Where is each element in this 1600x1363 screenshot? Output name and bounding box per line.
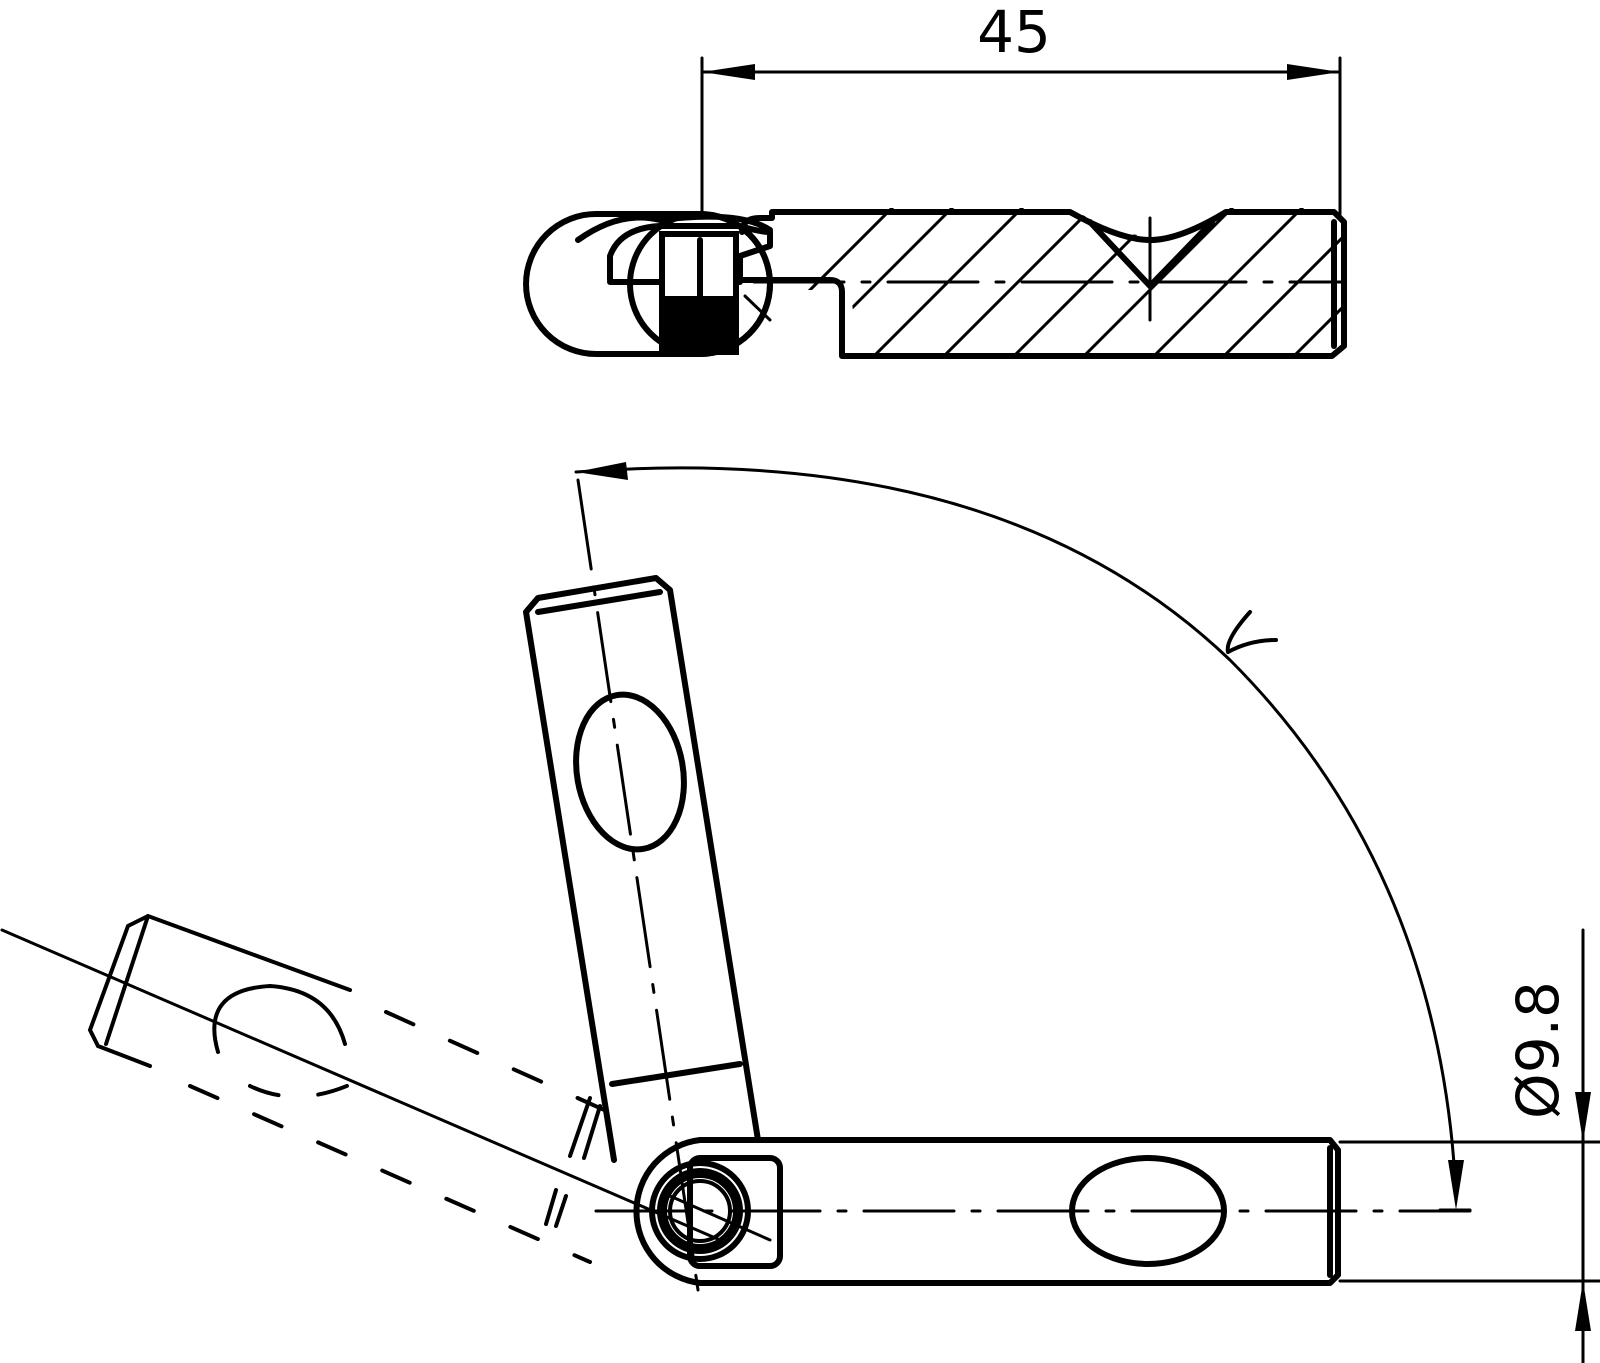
angle-dimension: γ: [574, 462, 1472, 1212]
dimension-label-45: 45: [977, 0, 1051, 66]
arm-rotated-vertical: [523, 478, 761, 1292]
arm-rotated-dashed: [0, 913, 722, 1264]
section-view: 45: [523, 0, 1347, 359]
dimension-diameter: Ø9.8: [1338, 928, 1600, 1363]
dimension-label-diameter: Ø9.8: [1504, 981, 1572, 1119]
arm-horizontal: [594, 1137, 1472, 1286]
section-hatching: [742, 208, 1346, 358]
plan-view: γ Ø9.8: [0, 462, 1600, 1363]
angle-label: γ: [1240, 654, 1241, 656]
dimension-45: 45: [700, 0, 1342, 216]
